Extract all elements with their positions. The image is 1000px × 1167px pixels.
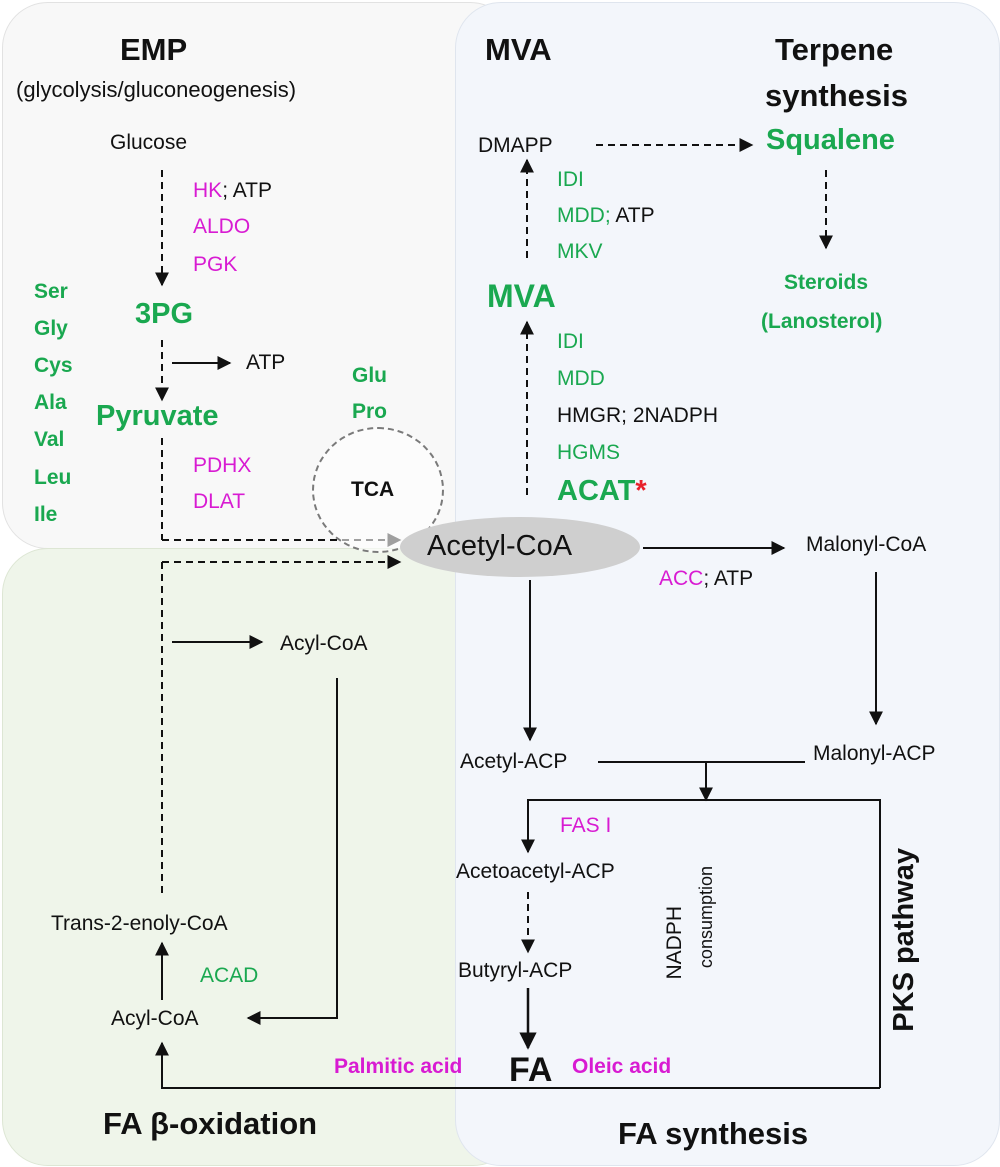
title-fa-synthesis: FA synthesis: [618, 1116, 809, 1151]
label-nadph: NADPH: [663, 906, 686, 980]
amino-acid: Val: [34, 428, 65, 451]
acetyl-coa-node: [400, 517, 640, 577]
met-acyl-coa-bottom: Acyl-CoA: [111, 1007, 199, 1030]
enzyme-acad: ACAD: [200, 964, 259, 987]
met-glucose: Glucose: [110, 131, 188, 154]
label-palmitic-acid: Palmitic acid: [334, 1055, 463, 1078]
enzyme-pgk: PGK: [193, 253, 238, 276]
met-lanosterol: (Lanosterol): [761, 310, 883, 333]
mva-fa-synthesis-panel: [455, 2, 1000, 1166]
title-mva: MVA: [485, 32, 552, 67]
amino-acid: Ser: [34, 280, 68, 303]
enzyme-mdd-mid: MDD: [557, 367, 605, 390]
met-dmapp: DMAPP: [478, 134, 553, 157]
met-fa: FA: [509, 1051, 553, 1089]
title-beta-oxidation: FA β-oxidation: [103, 1106, 318, 1141]
enzyme-mdd-row: MDD; ATP: [557, 205, 655, 226]
enzyme-idi-top: IDI: [557, 168, 584, 191]
enzyme-acat: ACAT: [557, 475, 636, 507]
enzyme-hk-row: HK; ATP: [193, 180, 272, 201]
mdd-atp: ATP: [610, 204, 655, 227]
met-acyl-coa-top: Acyl-CoA: [280, 632, 368, 655]
label-consumption: consumption: [696, 866, 716, 969]
enzyme-hk: HK: [193, 179, 223, 202]
enzyme-fas-i: FAS I: [560, 814, 612, 837]
enzyme-aldo: ALDO: [193, 215, 251, 238]
label-tca: TCA: [351, 478, 395, 501]
title-terpene-2: synthesis: [765, 78, 909, 113]
met-malonyl-acp: Malonyl-ACP: [813, 742, 936, 765]
amino-acid: Cys: [34, 354, 73, 377]
enzyme-dlat: DLAT: [193, 490, 246, 513]
acc-atp: ; ATP: [703, 567, 754, 590]
enzyme-mdd-top: MDD;: [557, 204, 611, 227]
met-squalene: Squalene: [766, 124, 895, 156]
met-mva: MVA: [487, 278, 556, 314]
met-acetyl-coa: Acetyl-CoA: [427, 530, 573, 562]
enzyme-mkv: MKV: [557, 240, 603, 263]
enzyme-hgms: HGMS: [557, 441, 620, 464]
enzyme-hmgr: HMGR; 2NADPH: [557, 404, 719, 427]
met-butyryl-acp: Butyryl-ACP: [458, 959, 573, 982]
enzyme-acc: ACC: [659, 567, 704, 590]
enzyme-acat-row: ACAT*: [557, 477, 647, 506]
amino-acid-tca: Glu: [352, 364, 387, 387]
met-trans-2-enoyl-coa: Trans-2-enoly-CoA: [51, 912, 228, 935]
label-pks-pathway: PKS pathway: [888, 848, 920, 1032]
subtitle-emp: (glycolysis/gluconeogenesis): [16, 77, 297, 102]
title-emp: EMP: [120, 32, 188, 67]
enzyme-pdhx: PDHX: [193, 454, 252, 477]
amino-acid-tca: Pro: [352, 400, 388, 423]
amino-acid: Gly: [34, 317, 68, 340]
met-acetoacetyl-acp: Acetoacetyl-ACP: [456, 860, 615, 883]
amino-acid: Leu: [34, 466, 72, 489]
enzyme-acc-row: ACC; ATP: [659, 568, 753, 589]
met-acetyl-acp: Acetyl-ACP: [460, 750, 568, 773]
label-oleic-acid: Oleic acid: [572, 1055, 672, 1078]
title-terpene-1: Terpene: [775, 32, 894, 67]
amino-acid: Ile: [34, 503, 58, 526]
met-pyruvate: Pyruvate: [96, 400, 219, 432]
arrow-fa-return: [155, 1041, 880, 1089]
beta-oxidation-panel: [2, 548, 519, 1166]
hk-atp: ; ATP: [222, 179, 272, 202]
arrow-acyl-loop: [246, 678, 338, 1025]
arrow-fas-cycle: [521, 799, 881, 1088]
met-3pg: 3PG: [135, 298, 194, 330]
amino-acid: Ala: [34, 391, 67, 414]
met-malonyl-coa: Malonyl-CoA: [806, 533, 927, 556]
tca-cycle-circle: [312, 427, 444, 553]
enzyme-idi-mid: IDI: [557, 330, 584, 353]
acat-asterisk: *: [635, 475, 647, 507]
met-steroids: Steroids: [784, 271, 869, 294]
met-atp-glycolysis: ATP: [246, 351, 286, 374]
